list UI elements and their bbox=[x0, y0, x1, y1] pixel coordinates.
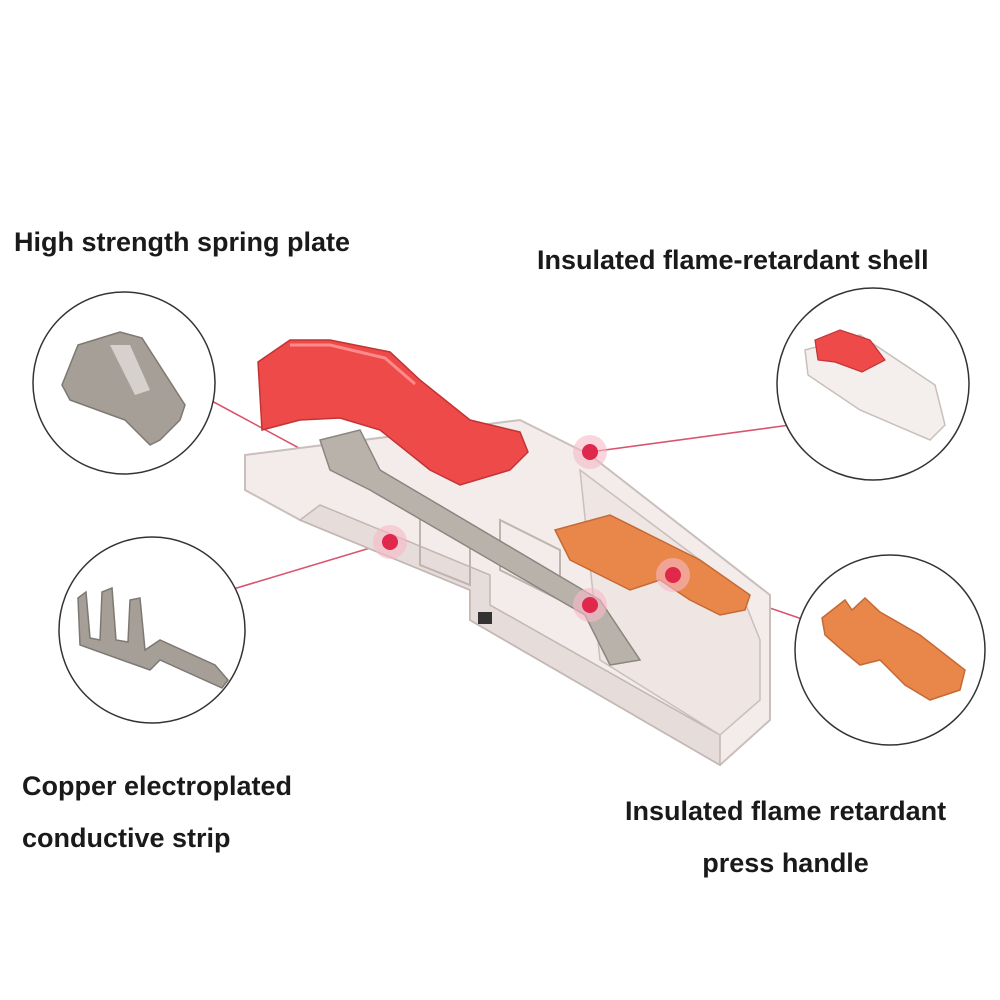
strip-label-line2: conductive strip bbox=[22, 823, 231, 853]
orange-handle bbox=[553, 514, 751, 616]
strip-part bbox=[77, 586, 229, 689]
handle-dot bbox=[665, 567, 681, 583]
strip-dot bbox=[382, 534, 398, 550]
handle-part bbox=[821, 596, 966, 701]
inner-metal-strip bbox=[319, 429, 642, 666]
handle-label-line1: Insulated flame retardant bbox=[625, 796, 947, 826]
shell-leader bbox=[589, 424, 791, 453]
spring-plate-label: High strength spring plate bbox=[14, 227, 351, 257]
strip-tip bbox=[478, 612, 492, 624]
red-lever bbox=[257, 339, 529, 486]
callout-dots bbox=[373, 435, 690, 622]
handle-label-line2: press handle bbox=[702, 848, 869, 878]
shell-red-lever bbox=[814, 329, 886, 373]
strip-label: Copper electroplated conductive strip bbox=[22, 760, 292, 864]
shell-label: Insulated flame-retardant shell bbox=[537, 245, 929, 275]
strip-detail bbox=[58, 536, 246, 724]
strip-leader bbox=[229, 541, 391, 591]
spring-plate-cutout bbox=[110, 345, 150, 395]
spring-plate-detail bbox=[32, 291, 216, 475]
connector-body bbox=[244, 339, 771, 767]
strip-label-line1: Copper electroplated bbox=[22, 771, 293, 801]
spring-plate-part bbox=[61, 331, 186, 446]
red-lever-highlight bbox=[290, 343, 416, 386]
shell-dot bbox=[582, 444, 598, 460]
shell-detail bbox=[776, 287, 970, 481]
handle-detail bbox=[794, 554, 986, 746]
spring-dot bbox=[582, 597, 598, 613]
handle-label: Insulated flame retardant press handle bbox=[625, 785, 946, 889]
